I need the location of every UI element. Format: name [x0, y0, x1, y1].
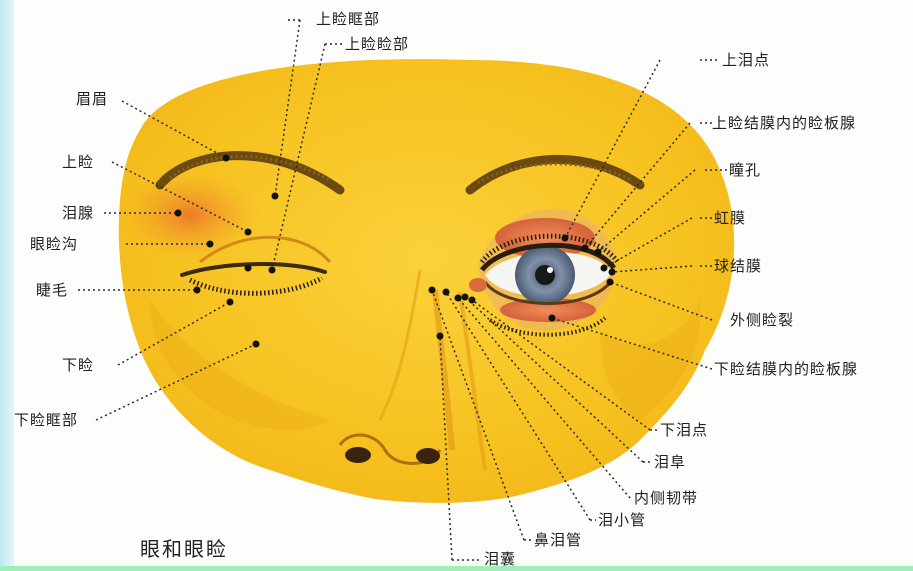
- label-lateral-fissure: 外侧睑裂: [730, 311, 794, 329]
- label-lower-meibomian: 下睑结膜内的睑板腺: [714, 360, 858, 378]
- pupil-highlight: [547, 267, 553, 273]
- lacrimal-blush: [120, 170, 260, 260]
- label-lacrimal-gland: 泪腺: [62, 204, 94, 222]
- label-upper-punctum: 上泪点: [722, 51, 770, 69]
- label-eyelashes: 睫毛: [36, 281, 68, 299]
- label-eyebrow: 眉眉: [76, 90, 108, 108]
- label-bulbar-conjunctiva: 球结膜: [714, 257, 762, 275]
- label-iris: 虹膜: [714, 209, 746, 227]
- left-nostril: [345, 447, 371, 463]
- label-medial-ligament: 内侧韧带: [634, 489, 698, 507]
- caruncle: [469, 278, 487, 292]
- label-lower-punctum: 下泪点: [660, 421, 708, 439]
- label-caruncle: 泪阜: [654, 453, 686, 471]
- label-eyelid-sulcus: 眼睑沟: [30, 235, 78, 253]
- label-nasolacrimal-duct: 鼻泪管: [534, 531, 582, 549]
- label-canaliculus: 泪小管: [598, 511, 646, 529]
- label-upper-eyelid-orbital: 上睑眶部: [316, 10, 380, 28]
- label-upper-meibomian: 上睑结膜内的睑板腺: [712, 114, 856, 132]
- right-nostril: [416, 448, 440, 464]
- figure-caption: 眼和眼睑: [140, 533, 228, 562]
- label-pupil: 瞳孔: [729, 161, 761, 179]
- label-upper-eyelid-tarsal: 上睑睑部: [345, 35, 409, 53]
- label-upper-eyelid: 上睑: [62, 153, 94, 171]
- bottom-frame-strip: [0, 566, 913, 571]
- label-lower-eyelid: 下睑: [62, 356, 94, 374]
- face-shape: [119, 59, 734, 503]
- label-lower-eyelid-orbital: 下睑眶部: [14, 411, 78, 429]
